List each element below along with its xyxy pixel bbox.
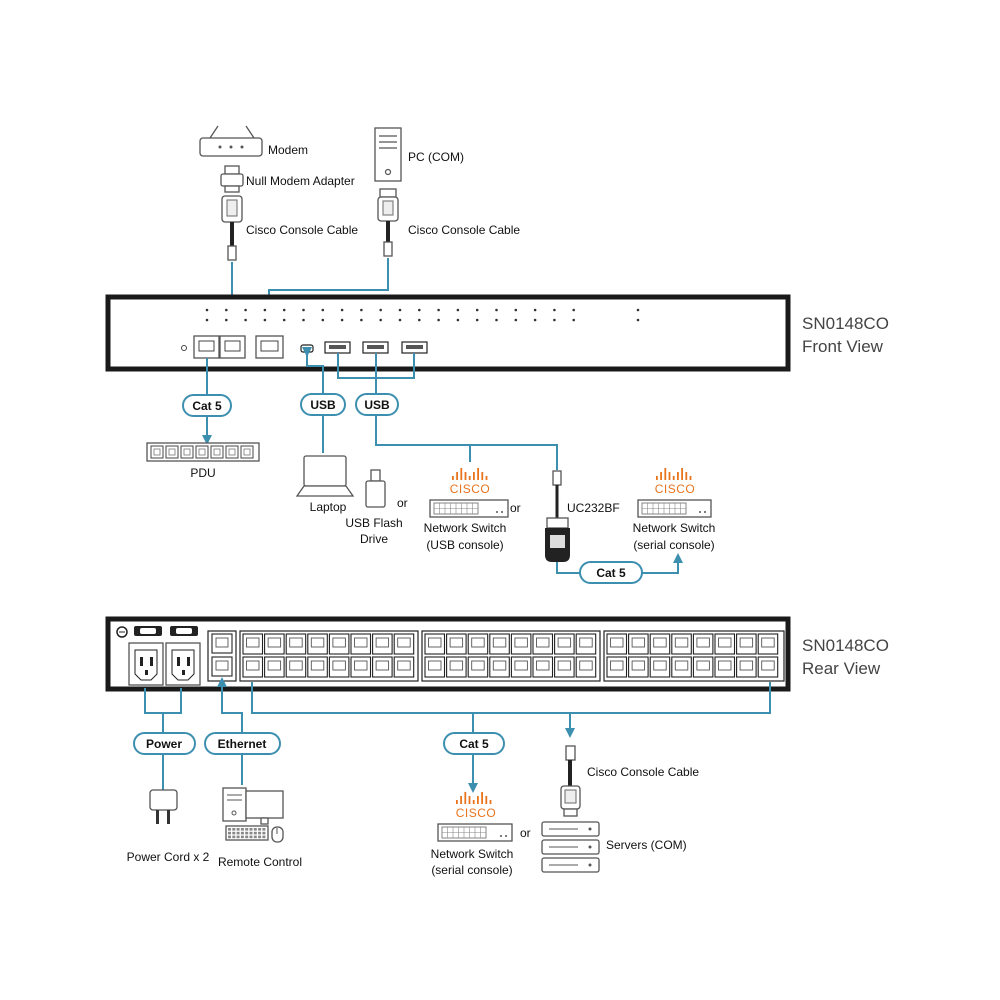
usb-port: [401, 341, 428, 354]
usb-flash-label-2: Drive: [360, 532, 388, 546]
null-modem-label: Null Modem Adapter: [246, 174, 355, 188]
pill-usb-devices-text: USB: [364, 398, 390, 412]
pill-cat5-pdu-text: Cat 5: [192, 399, 222, 413]
cisco-logo: [456, 792, 492, 804]
power-inlet: [165, 642, 201, 686]
or-1: or: [397, 496, 408, 510]
status-leds: [205, 308, 640, 322]
network-switch-icon: [437, 823, 513, 842]
ns-rear-label-2: (serial console): [431, 863, 512, 877]
pdu-icon: [146, 442, 260, 462]
modem-icon: [199, 125, 263, 157]
cable-power-split: [144, 688, 182, 714]
cisco-logo-text: CISCO: [456, 806, 497, 820]
ns-serial-label-2: (serial console): [633, 538, 714, 552]
cisco-logo-text: CISCO: [655, 482, 696, 496]
front-title-line1: SN0148CO: [802, 314, 889, 333]
console-port: [255, 335, 284, 359]
pill-power: [133, 732, 196, 755]
modem-label: Modem: [268, 143, 308, 157]
pill-usb-devices: [355, 393, 399, 416]
cable-usb-devices: [375, 378, 558, 470]
pill-cat5-uc232-text: Cat 5: [596, 566, 626, 580]
ns-serial-label-1: Network Switch: [633, 521, 716, 535]
remote-pc-icon: [222, 787, 284, 843]
pc-tower-icon: [374, 127, 402, 182]
rear-panel: [105, 616, 791, 692]
cisco-logo: [656, 468, 692, 480]
usb-port: [362, 341, 389, 354]
pill-cat5-pdu: [182, 394, 232, 417]
ns-usb-label-2: (USB console): [426, 538, 503, 552]
pill-usb-laptop-text: USB: [310, 398, 336, 412]
usb-port: [324, 341, 351, 354]
pill-cat5-uc232: [579, 561, 643, 584]
ns-usb-label-1: Network Switch: [424, 521, 507, 535]
db9-connector-icon: [221, 195, 243, 261]
pc-label: PC (COM): [408, 150, 464, 164]
db9-connector-icon: [560, 745, 581, 817]
cisco-cable-1-label: Cisco Console Cable: [246, 223, 358, 237]
uc232bf-label: UC232BF: [567, 501, 620, 515]
pill-cat5-rear: [443, 732, 505, 755]
or-3: or: [520, 826, 531, 840]
servers-label: Servers (COM): [606, 838, 687, 852]
cisco-cable-3-label: Cisco Console Cable: [587, 765, 699, 779]
server-rack-icon: [541, 821, 600, 873]
pill-power-text: Power: [146, 737, 182, 751]
laptop-icon: [295, 455, 355, 497]
console-port: [193, 335, 220, 359]
usb-flash-label-1: USB Flash: [345, 516, 402, 530]
pill-usb-laptop: [300, 393, 346, 416]
network-switch-icon: [429, 499, 509, 518]
cisco-cable-2-label: Cisco Console Cable: [408, 223, 520, 237]
power-cord-icon: [149, 789, 178, 824]
pill-ethernet-text: Ethernet: [218, 737, 267, 751]
pill-ethernet: [204, 732, 281, 755]
rear-title-line1: SN0148CO: [802, 636, 889, 655]
ns-rear-label-1: Network Switch: [431, 847, 514, 861]
network-switch-icon: [637, 499, 712, 518]
uc232bf-adapter-icon: [545, 470, 570, 562]
cisco-logo: [452, 468, 488, 480]
pdu-label: PDU: [190, 466, 215, 480]
pill-cat5-rear-text: Cat 5: [459, 737, 489, 751]
cable-serial-bus: [251, 682, 771, 714]
power-inlet: [128, 642, 164, 686]
or-2: or: [510, 501, 521, 515]
rear-title-line2: Rear View: [802, 659, 881, 678]
usb-flash-drive-icon: [365, 469, 386, 508]
power-cord-label: Power Cord x 2: [127, 850, 210, 864]
cisco-logo-text: CISCO: [450, 482, 491, 496]
front-title-line2: Front View: [802, 337, 884, 356]
null-modem-adapter-icon: [220, 165, 244, 193]
laptop-label: Laptop: [310, 500, 347, 514]
front-panel: [105, 294, 791, 372]
remote-control-label: Remote Control: [218, 855, 302, 869]
mini-usb-port: [300, 344, 314, 353]
console-port: [219, 335, 246, 359]
db9-connector-icon: [377, 188, 399, 257]
